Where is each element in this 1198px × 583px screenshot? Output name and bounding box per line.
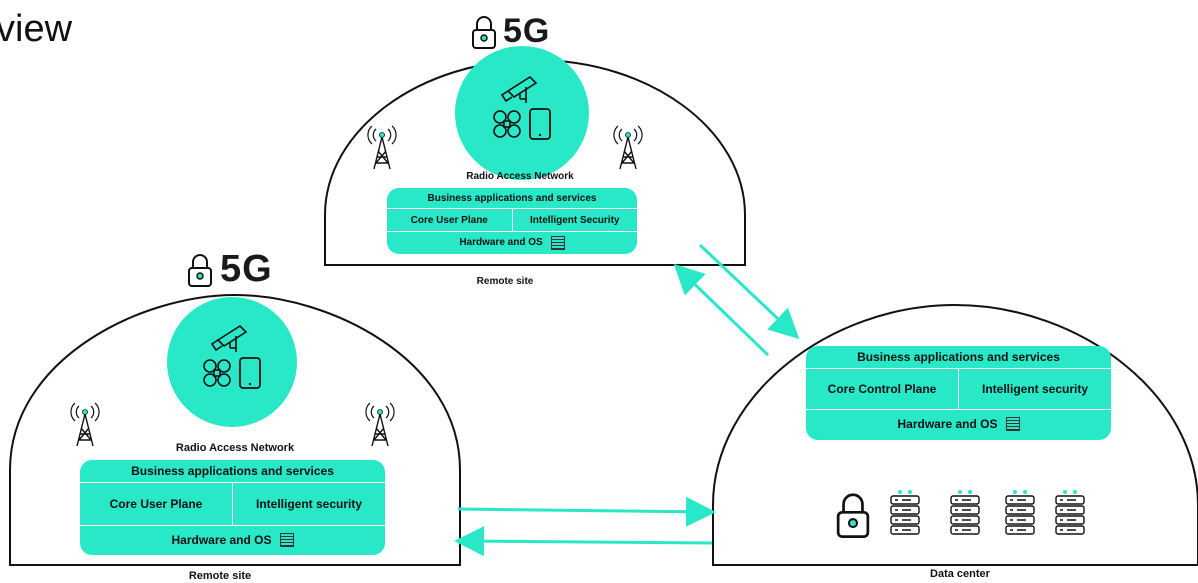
5g-label: 5G xyxy=(503,12,551,50)
core-row: Core User Plane Intelligent Security xyxy=(387,208,637,232)
lock-icon xyxy=(472,16,496,49)
stack-datacenter: Business applications and services Core … xyxy=(806,346,1111,440)
hardware-os: Hardware and OS xyxy=(171,532,272,547)
hardware-os: Hardware and OS xyxy=(459,237,543,248)
stack-remote-top: Business applications and services Core … xyxy=(387,188,637,254)
server-icon xyxy=(1005,417,1020,431)
core-row: Core User Plane Intelligent security xyxy=(80,482,385,526)
core-user-plane: Core User Plane xyxy=(109,497,203,511)
site-label: Remote site xyxy=(188,570,252,582)
5g-label: 5G xyxy=(220,248,273,290)
arrow-dc-to-top xyxy=(673,263,770,357)
ran-label: Radio Access Network xyxy=(466,171,574,182)
core-user-plane: Core User Plane xyxy=(410,214,488,226)
core-control-plane: Core Control Plane xyxy=(827,382,937,396)
devices-circle-bottom xyxy=(167,297,297,427)
hardware-os-row: Hardware and OS xyxy=(387,231,637,254)
stack-remote-bottom: Business applications and services Core … xyxy=(80,460,385,555)
lock-icon xyxy=(188,254,212,287)
arrow-top-to-dc xyxy=(698,243,800,340)
arrow-dc-to-bottom xyxy=(454,526,713,557)
business-apps: Business applications and services xyxy=(427,192,597,204)
arrow-bottom-to-dc xyxy=(457,496,716,527)
server-icon xyxy=(1055,489,1085,535)
devices-circle-top xyxy=(455,46,589,180)
page-title: view xyxy=(0,8,73,50)
business-apps: Business applications and services xyxy=(857,350,1060,364)
server-icon xyxy=(950,489,980,535)
hardware-os-row: Hardware and OS xyxy=(80,524,385,555)
server-icon xyxy=(279,532,294,547)
site-label: Remote site xyxy=(476,276,534,287)
ran-label: Radio Access Network xyxy=(175,442,295,454)
intelligent-security: Intelligent security xyxy=(232,483,385,525)
intelligent-security: Intelligent security xyxy=(958,369,1111,409)
server-icon xyxy=(550,235,565,250)
hardware-os-row: Hardware and OS xyxy=(806,408,1111,440)
server-icon xyxy=(890,489,920,535)
server-icon xyxy=(1005,489,1035,535)
site-label: Data center xyxy=(930,568,990,580)
business-apps: Business applications and services xyxy=(131,464,334,478)
intelligent-security: Intelligent Security xyxy=(511,209,638,231)
core-row: Core Control Plane Intelligent security xyxy=(806,368,1111,410)
hardware-os: Hardware and OS xyxy=(897,417,998,431)
